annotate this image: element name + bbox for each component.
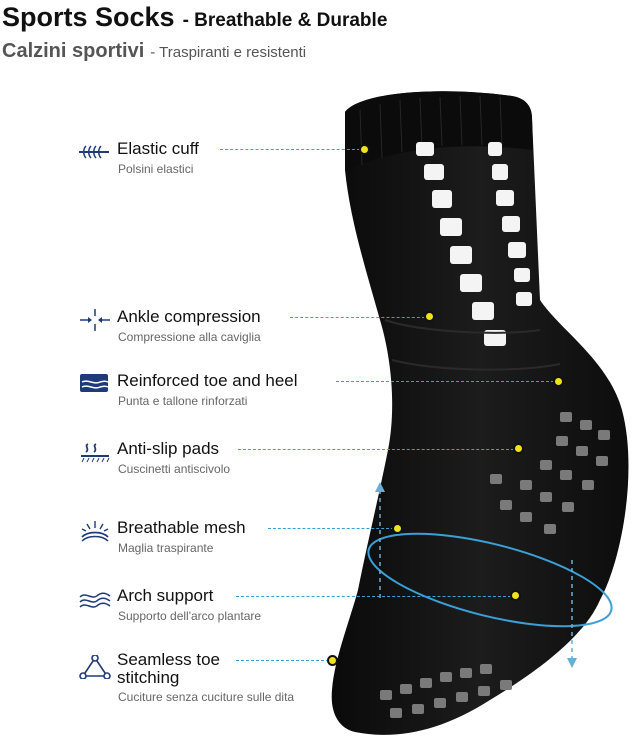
marker-reinforced [553,376,564,387]
marker-seamless [327,655,338,666]
leader-elastic-cuff [220,149,360,150]
feature-sub: Cuciture senza cuciture sulle dita [118,690,295,704]
feature-label: Seamless toe [117,650,220,669]
anti-slip-icon [81,443,110,463]
feature-label: Elastic cuff [117,139,199,158]
leader-arch [236,596,511,597]
marker-anti-slip [513,443,524,454]
sole-pads [380,412,610,718]
feature-sub: Punta e tallone rinforzati [118,394,248,408]
feature-label: Arch support [117,586,214,605]
marker-ankle-compression [424,311,435,322]
airflow-arrows [367,532,613,628]
title-row: Sports Socks - Breathable & Durable [2,2,387,33]
leader-seamless [236,660,329,661]
compression-icon [80,309,110,331]
feature-sub: Supporto dell'arco plantare [118,609,262,623]
leader-breathable [268,528,394,529]
marker-breathable [392,523,403,534]
breathable-icon [81,521,109,542]
feature-sub: Polsini elastici [118,162,194,176]
page-title: Sports Socks [2,2,175,32]
sock-body [331,91,629,735]
feature-label: Ankle compression [117,307,261,326]
page-subtitle-suffix: - Traspiranti e resistenti [150,44,307,61]
sock-cuff [345,91,533,170]
feature-label: Anti-slip pads [117,439,220,458]
seamless-icon [79,655,111,679]
arch-icon [79,592,111,608]
marker-elastic-cuff [359,144,370,155]
leader-reinforced [336,381,554,382]
feature-sub: Maglia traspirante [118,541,214,555]
leader-ankle-compression [290,317,425,318]
feature-label-line2: stitching [117,668,180,687]
elastic-icon [79,145,109,159]
feature-sub: Cuscinetti antiscivolo [118,462,231,476]
subtitle-row: Calzini sportivi - Traspiranti e resisten… [2,40,306,63]
leader-anti-slip [238,449,514,450]
page-title-suffix: - Breathable & Durable [182,10,388,31]
reinforced-icon [80,374,109,392]
feature-sub: Compressione alla caviglia [118,330,261,344]
feature-label: Breathable mesh [117,518,246,537]
grip-pads [416,142,532,346]
feature-label: Reinforced toe and heel [117,371,298,390]
marker-arch [510,590,521,601]
page-subtitle: Calzini sportivi [2,40,145,62]
